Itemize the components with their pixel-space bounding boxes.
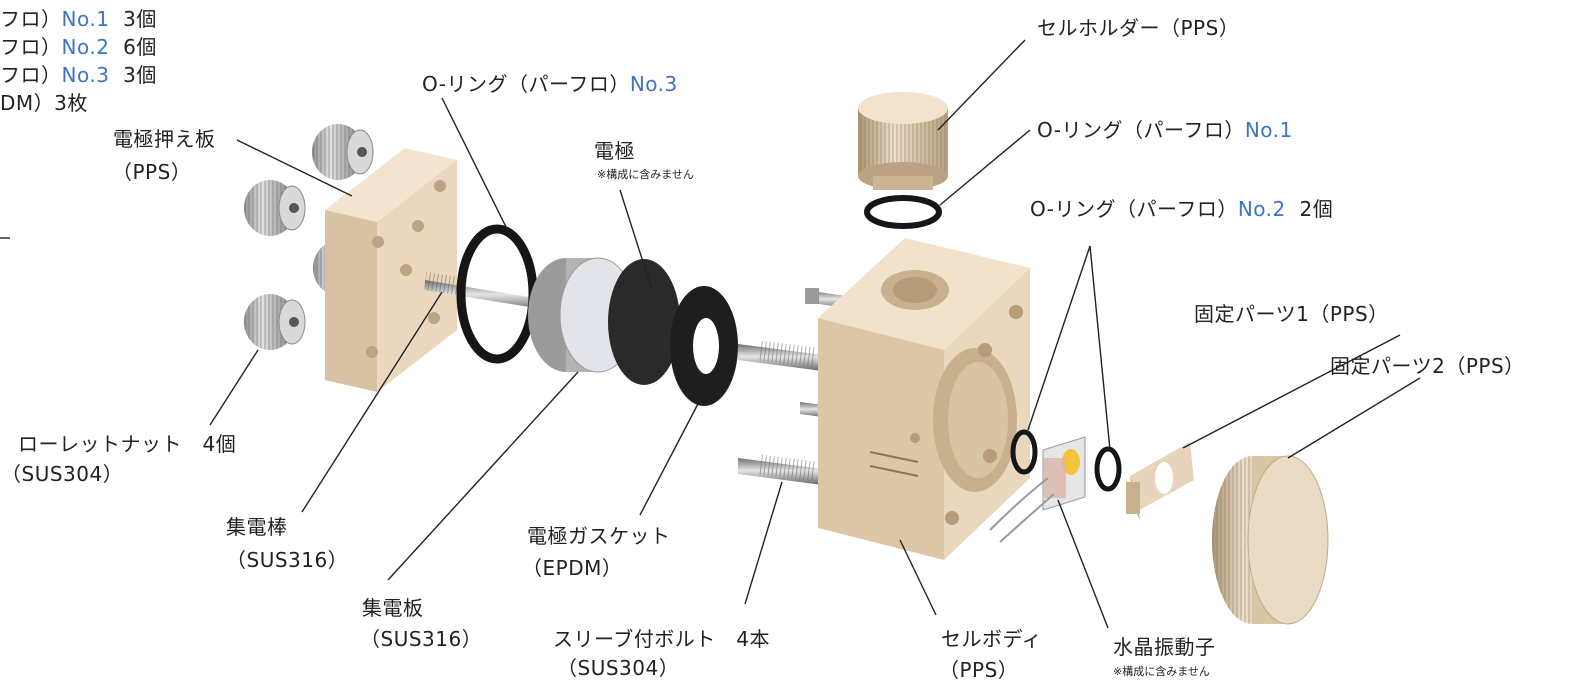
label-crystal-note: ※構成に含みません <box>1113 665 1210 678</box>
label-electrode-note: ※構成に含みません <box>597 168 694 181</box>
label-collector-plate-material: （SUS316） <box>360 627 483 651</box>
leader-electrode-gasket <box>639 399 701 516</box>
leader-oring-no3 <box>441 97 511 236</box>
label-knurled-nut-material: （SUS304） <box>1 462 124 486</box>
leader-sleeve-bolt <box>744 481 783 605</box>
fixing-part-1 <box>1126 442 1194 520</box>
leader-crystal <box>1057 499 1109 629</box>
label-cell-body-material: （PPS） <box>939 658 1019 682</box>
leader-fixing-part-1 <box>1182 334 1401 449</box>
label-electrode: 電極 <box>594 139 635 163</box>
electrode-gasket <box>670 286 738 406</box>
knurled-nut <box>244 294 306 350</box>
leader-press-plate <box>236 139 353 197</box>
label-crystal: 水晶振動子 <box>1113 635 1216 659</box>
leader-electrode <box>619 189 653 291</box>
leader-knurled-nut <box>209 349 259 426</box>
leader-oring-no2b <box>1089 245 1111 451</box>
cell-holder <box>858 92 948 190</box>
o-ring-no2 <box>1010 429 1038 475</box>
crystal-oscillator <box>989 436 1086 543</box>
label-oring-no3: O-リング（パーフロ）No.3 <box>422 72 678 96</box>
label-fixing-part-2: 固定パーツ2（PPS） <box>1330 354 1525 378</box>
label-cell-body: セルボディ <box>941 627 1043 651</box>
label-sleeve-bolt: スリーブ付ボルト 4本 <box>553 627 771 651</box>
label-knurled-nut: ローレットナット 4個 <box>18 432 237 456</box>
electrode <box>608 259 680 385</box>
label-sleeve-bolt-material: （SUS304） <box>557 656 680 680</box>
label-oring-no2: O-リング（パーフロ）No.2 2個 <box>1030 197 1334 221</box>
parts-list-item: DM）3枚 <box>0 91 88 115</box>
parts-list-item: フロ）No.2 6個 <box>0 35 157 59</box>
leader-fixing-part-2 <box>1287 377 1421 459</box>
label-electrode-press-plate: 電極押え板 <box>113 127 216 151</box>
label-electrode-gasket: 電極ガスケット <box>527 524 671 548</box>
leader-cell-holder <box>937 39 1026 131</box>
sleeve-bolt <box>738 454 830 486</box>
label-oring-no1: O-リング（パーフロ）No.1 <box>1037 118 1293 142</box>
label-fixing-part-1: 固定パーツ1（PPS） <box>1194 302 1389 326</box>
label-cell-holder: セルホルダー（PPS） <box>1037 16 1240 40</box>
label-collector-rod: 集電棒 <box>226 515 288 539</box>
leader-oring-no1 <box>939 129 1031 206</box>
parts-list-item: フロ）No.1 3個 <box>0 7 157 31</box>
label-electrode-gasket-material: （EPDM） <box>522 556 623 580</box>
electrode-press-plate <box>325 148 457 392</box>
label-collector-plate: 集電板 <box>362 596 424 620</box>
label-electrode-press-plate-material: （PPS） <box>112 160 192 184</box>
leader-cell-body <box>899 539 937 616</box>
label-collector-rod-material: （SUS316） <box>226 548 349 572</box>
fixing-part-2 <box>1212 455 1329 625</box>
sleeve-bolt <box>738 340 830 372</box>
cell-body <box>818 238 1030 560</box>
o-ring-no2 <box>1094 446 1122 492</box>
leader-lines <box>0 39 1421 629</box>
parts-list-item: フロ）No.3 3個 <box>0 63 157 87</box>
leader-collector-rod <box>301 291 443 513</box>
o-ring-no1 <box>864 195 942 229</box>
leader-oring-no2a <box>1027 245 1091 431</box>
knurled-nut <box>312 124 374 180</box>
knurled-nut <box>244 180 306 236</box>
leader-collector-plate <box>387 371 579 581</box>
